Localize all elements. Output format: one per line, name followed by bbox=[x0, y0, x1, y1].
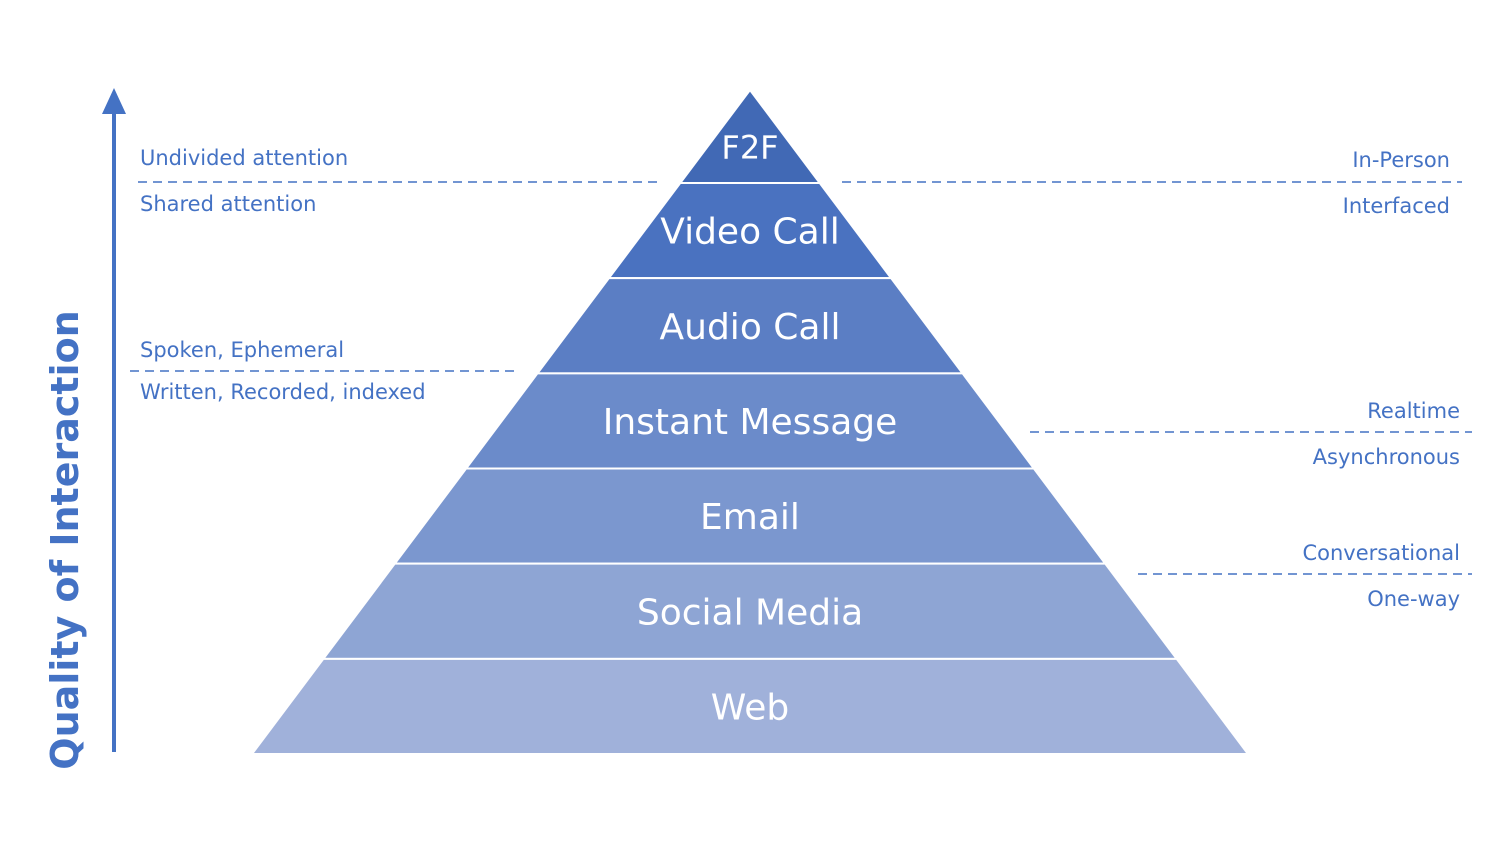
label-spoken-ephemeral: Spoken, Ephemeral bbox=[140, 338, 344, 362]
right-annotations: In-Person Interfaced Realtime Asynchrono… bbox=[842, 148, 1472, 611]
tier-label-audio-call: Audio Call bbox=[660, 307, 841, 348]
label-in-person: In-Person bbox=[1352, 148, 1450, 172]
tier-label-email: Email bbox=[700, 497, 800, 538]
label-written-recorded: Written, Recorded, indexed bbox=[140, 380, 426, 404]
tier-label-web: Web bbox=[711, 687, 790, 728]
arrow-up-icon bbox=[102, 88, 126, 114]
quality-axis: Quality of Interaction bbox=[43, 88, 126, 770]
label-one-way: One-way bbox=[1367, 587, 1460, 611]
tier-label-f2f: F2F bbox=[721, 129, 778, 167]
tier-label-instant-message: Instant Message bbox=[603, 402, 898, 443]
label-conversational: Conversational bbox=[1302, 541, 1460, 565]
tier-label-video-call: Video Call bbox=[660, 212, 840, 253]
left-annotations: Undivided attention Shared attention Spo… bbox=[130, 146, 660, 404]
label-asynchronous: Asynchronous bbox=[1313, 445, 1460, 469]
label-interfaced: Interfaced bbox=[1343, 194, 1450, 218]
label-shared-attention: Shared attention bbox=[140, 192, 316, 216]
label-realtime: Realtime bbox=[1367, 399, 1460, 423]
tier-label-social-media: Social Media bbox=[637, 592, 863, 633]
tier-web bbox=[250, 657, 1250, 755]
quality-axis-label: Quality of Interaction bbox=[43, 310, 87, 769]
label-undivided-attention: Undivided attention bbox=[140, 146, 348, 170]
